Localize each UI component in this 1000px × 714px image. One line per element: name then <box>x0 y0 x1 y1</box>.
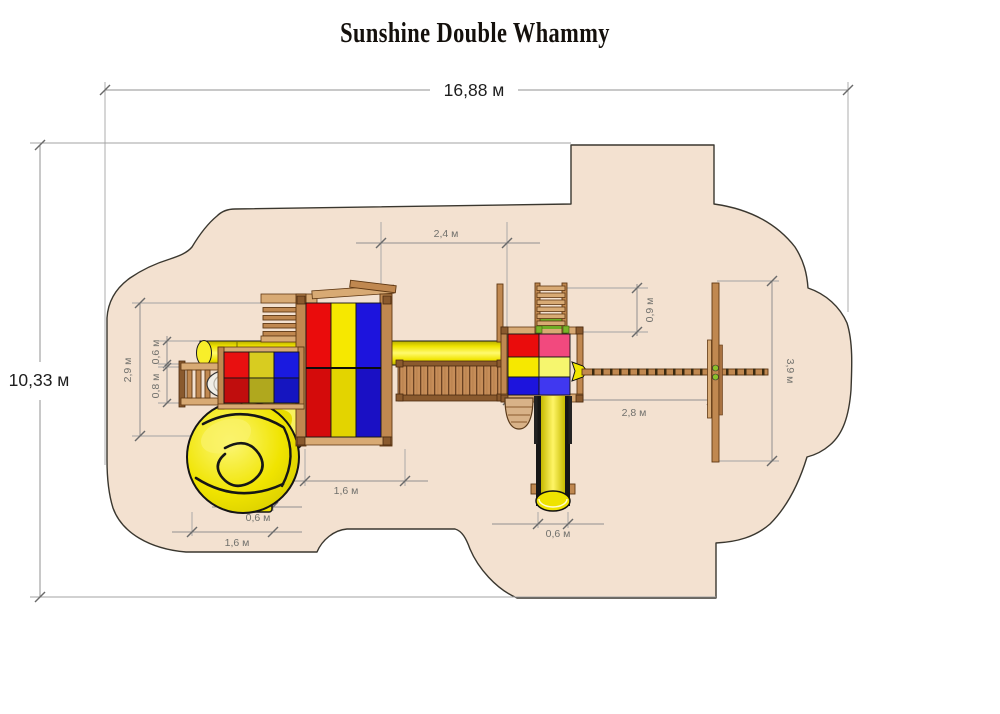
swing-frame-label: 3,9 м <box>784 359 796 384</box>
dim-tube-diameter: 0,6 м <box>150 336 202 369</box>
small-tower <box>217 346 305 410</box>
main-tower <box>295 293 393 447</box>
swing-beam <box>581 368 769 376</box>
access-ladder <box>534 282 570 334</box>
main-tower-width-label: 1,6 м <box>334 485 359 497</box>
dim-spiral-width: 1,6 м <box>172 512 302 549</box>
dim-overall-width: 16,88 м <box>99 80 854 465</box>
crawl-dome <box>504 397 534 430</box>
upper-span-label: 2,4 м <box>434 228 459 240</box>
slide-width-label: 0,6 м <box>546 528 571 540</box>
drawing-title: Sunshine Double Whammy <box>340 18 610 49</box>
dim-slide-width: 0,6 м <box>492 512 604 540</box>
straight-slide <box>530 396 576 512</box>
dim-exit-ladder: 0,8 м <box>150 362 182 408</box>
dim-main-tower-width: 1,6 м <box>286 449 428 497</box>
exit-ladder-label: 0,8 м <box>150 374 162 399</box>
plank-bridge <box>395 359 505 402</box>
dim-upper-span: 2,4 м <box>356 222 540 338</box>
dim-swing-frame: 3,9 м <box>717 275 796 467</box>
dim-overall-depth: 10,33 м <box>9 139 716 603</box>
tower-ladder-label: 0,9 м <box>644 298 656 323</box>
spiral-width-label: 1,6 м <box>225 537 250 549</box>
dim-tower-ladder: 0,9 м <box>566 282 656 338</box>
swing-beam-label: 2,8 м <box>622 407 647 419</box>
tube-diameter-label: 0,6 м <box>150 340 162 365</box>
monkey-bars <box>260 279 397 343</box>
left-section-label: 2,9 м <box>122 358 134 383</box>
swing-frame-post <box>707 282 723 463</box>
spiral-slide <box>186 400 300 514</box>
spiral-exit-label: 0,6 м <box>246 512 271 524</box>
total-width-label: 16,88 м <box>444 80 505 100</box>
total-depth-label: 10,33 м <box>9 370 70 390</box>
